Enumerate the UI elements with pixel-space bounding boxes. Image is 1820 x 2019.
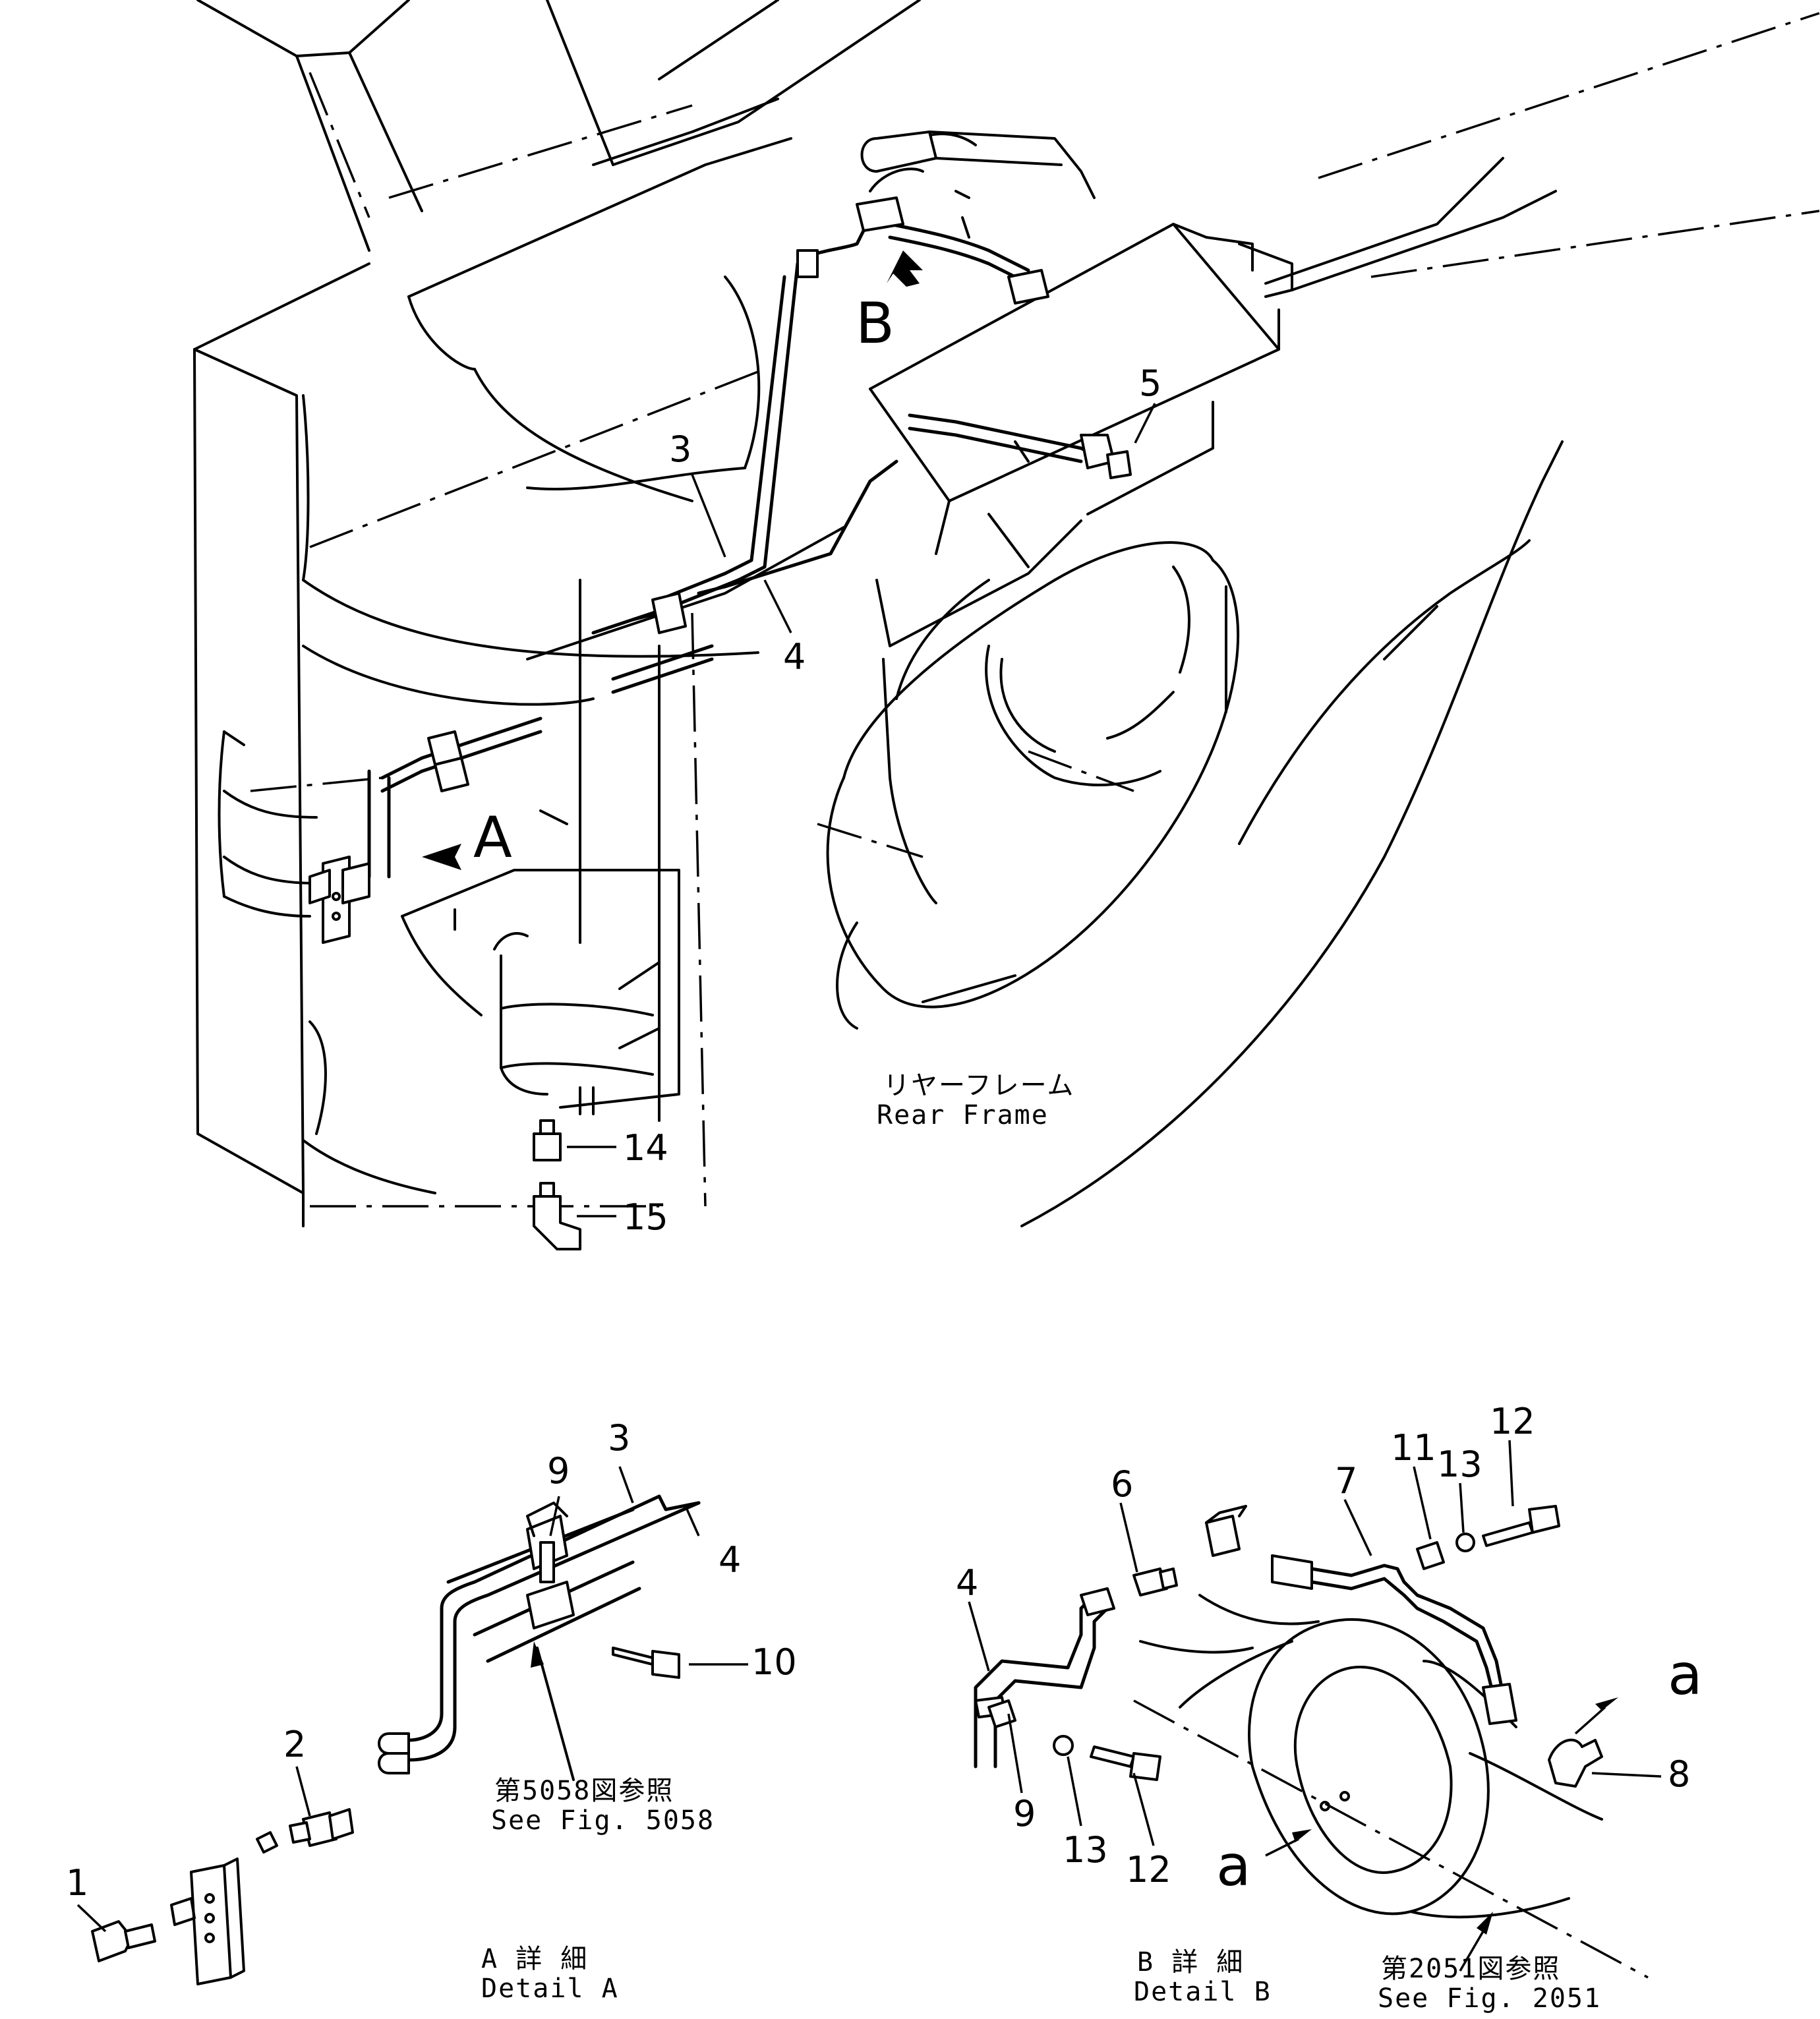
detail-b-arrow-a-lower-line (1265, 1838, 1299, 1857)
callout-4-detail-a: 4 (719, 1539, 741, 1581)
callout-2: 2 (283, 1724, 306, 1765)
rear-frame-label-en: Rear Frame (877, 1100, 1049, 1130)
callout-12-top: 12 (1490, 1401, 1535, 1442)
rear-frame-label-jp: リヤーフレーム (883, 1070, 1074, 1101)
detail-b-tube-7 (1271, 1541, 1517, 1725)
detail-a-bracket (170, 1831, 278, 1985)
detail-b-ref-arrow (1459, 1931, 1484, 1972)
detail-b-title-en: Detail B (1134, 1977, 1272, 2007)
callout-6: 6 (1111, 1463, 1133, 1505)
detail-a-title-jp: A 詳 細 (481, 1944, 588, 1974)
elbow-fitting-15 (533, 1182, 581, 1250)
view-label-b: B (856, 291, 895, 357)
detail-a-title-en: Detail A (481, 1974, 619, 2004)
callout-3-detail-a: 3 (608, 1417, 630, 1459)
callout-15: 15 (623, 1196, 668, 1238)
detail-b-label-a-lower: a (1216, 1833, 1251, 1899)
detail-b-ring (1133, 1594, 1649, 1979)
detail-b-tube-4 (974, 1587, 1115, 1769)
detail-b-ref-arrowhead (1477, 1912, 1493, 1935)
callout-13-top: 13 (1437, 1444, 1482, 1485)
callout-4-detail-b: 4 (956, 1562, 978, 1604)
callout-10: 10 (751, 1641, 797, 1683)
grease-fitting-14 (533, 1119, 562, 1161)
detail-b-label-a-upper: a (1668, 1642, 1703, 1708)
callout-3-main: 3 (669, 428, 691, 470)
piping (367, 131, 1132, 879)
callout-13-bottom: 13 (1063, 1829, 1108, 1871)
detail-b-bolt-12-top (1455, 1505, 1560, 1552)
axle-housing-ring (817, 541, 1240, 1030)
detail-a-leaders (76, 1466, 748, 1933)
rear-frame-body (869, 12, 1820, 904)
detail-a-ref-arrowhead (531, 1641, 544, 1668)
detail-b-ref-en: See Fig. 2051 (1378, 1983, 1601, 2014)
detail-b: 4 6 7 11 13 12 8 9 13 12 a a B 詳 細 Detai… (956, 1401, 1703, 2014)
detail-a-bolt-10 (612, 1647, 680, 1679)
main-view: A B 3 4 5 14 15 リヤーフレーム Rear Frame (193, 0, 1820, 1250)
detail-a-ref-arrow (536, 1647, 575, 1781)
callout-8: 8 (1668, 1753, 1690, 1795)
detail-b-arrow-a-upper-line (1574, 1706, 1606, 1735)
callout-9-detail-b: 9 (1013, 1793, 1036, 1834)
detail-b-block-6 (1132, 1505, 1247, 1596)
callout-14: 14 (623, 1127, 668, 1169)
callout-11: 11 (1391, 1427, 1436, 1469)
detail-b-arrow-a-upper (1595, 1697, 1618, 1711)
left-cushion-block (218, 730, 383, 918)
detail-a-ref-en: See Fig. 5058 (491, 1805, 715, 1836)
front-frame-beams (196, 0, 921, 252)
view-arrow-a (422, 844, 461, 870)
center-cross-member (302, 137, 845, 1207)
detail-a-elbow-1 (91, 1920, 156, 1962)
callout-9-detail-a: 9 (547, 1450, 570, 1492)
rear-frame-outline (1020, 440, 1564, 1227)
left-frame-plate (193, 262, 659, 1227)
callout-7: 7 (1335, 1460, 1357, 1502)
detail-b-title-jp: B 詳 細 (1137, 1947, 1244, 1977)
detail-a: 1 2 9 3 4 10 第5058図参照 See Fig. 5058 A 詳 … (66, 1417, 797, 2004)
lower-hitch-block (401, 809, 680, 1115)
callout-5-main: 5 (1139, 363, 1161, 404)
detail-a-tubes (378, 1494, 701, 1774)
detail-b-elbow-8 (1548, 1738, 1603, 1788)
detail-b-bolt-12-bottom (1053, 1735, 1161, 1781)
view-label-a: A (473, 805, 512, 871)
detail-a-switch-2 (289, 1808, 354, 1847)
callout-12-bottom: 12 (1126, 1849, 1171, 1890)
detail-b-ref-jp: 第2051図参照 (1381, 1954, 1560, 1984)
callout-4-main: 4 (783, 636, 806, 678)
view-arrow-b (887, 250, 923, 287)
callout-1: 1 (66, 1862, 88, 1904)
detail-a-ref-jp: 第5058図参照 (494, 1776, 674, 1806)
switch-bracket-main (308, 856, 370, 944)
main-leaders (567, 403, 1156, 1217)
detail-b-leaders (968, 1440, 1662, 1846)
